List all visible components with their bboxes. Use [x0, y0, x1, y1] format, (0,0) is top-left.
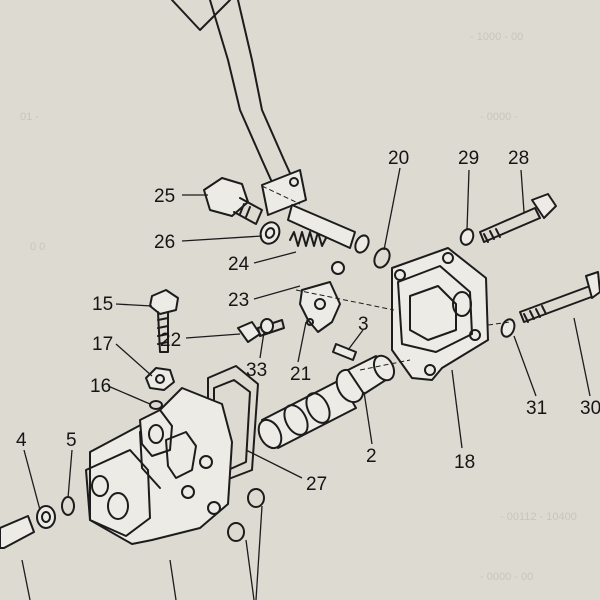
- svg-text:- 1000 - 00: - 1000 - 00: [470, 31, 523, 43]
- part-24-spring: [289, 231, 345, 275]
- part-31-washer: [500, 318, 516, 338]
- part-5-washer: [61, 496, 75, 516]
- callout-26: 26: [154, 232, 175, 253]
- part-4-plug: [0, 505, 56, 549]
- callout-25: 25: [154, 186, 175, 207]
- part-29-washer: [459, 228, 475, 246]
- callout-2: 2: [366, 446, 377, 467]
- part-2-spool: [257, 354, 396, 450]
- part-22-screw: [237, 319, 285, 343]
- part-3-pin: [332, 343, 357, 361]
- part-18-housing: [391, 247, 489, 381]
- callout-31: 31: [526, 398, 547, 419]
- part-20-o-ring: [373, 247, 391, 269]
- callout-24: 24: [228, 254, 250, 275]
- callout-3: 3: [358, 314, 369, 335]
- callout-17: 17: [92, 334, 113, 355]
- callout-labels: 25 26 24 23 20 29 28 15 22 33 21 3 17 16…: [16, 148, 600, 495]
- callout-18: 18: [454, 452, 475, 473]
- svg-text:- 00112 - 10400: - 00112 - 10400: [500, 511, 577, 523]
- callout-30: 30: [580, 398, 600, 419]
- lower-o-rings: [227, 488, 265, 542]
- callout-4: 4: [16, 430, 27, 451]
- main-valve-body: [85, 387, 233, 545]
- callout-27: 27: [306, 474, 327, 495]
- part-25-hex-bolt: [203, 177, 263, 225]
- part-28-long-bolt: [479, 193, 557, 243]
- callout-33: 33: [246, 360, 267, 381]
- part-21-linkage: [299, 281, 341, 333]
- callout-5: 5: [66, 430, 77, 451]
- svg-text:0 0: 0 0: [30, 241, 45, 253]
- leader-lines: [21, 167, 591, 600]
- background-text-bleed: - 1000 - 00 - 0000 - - 00112 - 10400 - 0…: [20, 31, 577, 583]
- part-33-washer: [260, 318, 274, 334]
- callout-21: 21: [290, 364, 311, 385]
- callout-28: 28: [508, 148, 529, 169]
- callout-15: 15: [92, 294, 113, 315]
- part-26-washer: [259, 221, 281, 245]
- svg-text:- 0000 - 00: - 0000 - 00: [480, 571, 533, 583]
- svg-text:- 0000 -: - 0000 -: [480, 111, 518, 123]
- svg-text:01 -: 01 -: [20, 111, 39, 123]
- part-16-washer: [149, 400, 163, 410]
- callout-22: 22: [160, 330, 181, 351]
- assembly-axes: [261, 185, 511, 371]
- callout-29: 29: [458, 148, 479, 169]
- lever-rod: [171, 0, 307, 216]
- lever-shaft: [287, 204, 370, 254]
- part-17-nut: [145, 367, 175, 391]
- callout-20: 20: [388, 148, 409, 169]
- part-30-long-bolt: [519, 271, 600, 323]
- callout-16: 16: [90, 376, 111, 397]
- callout-23: 23: [228, 290, 249, 311]
